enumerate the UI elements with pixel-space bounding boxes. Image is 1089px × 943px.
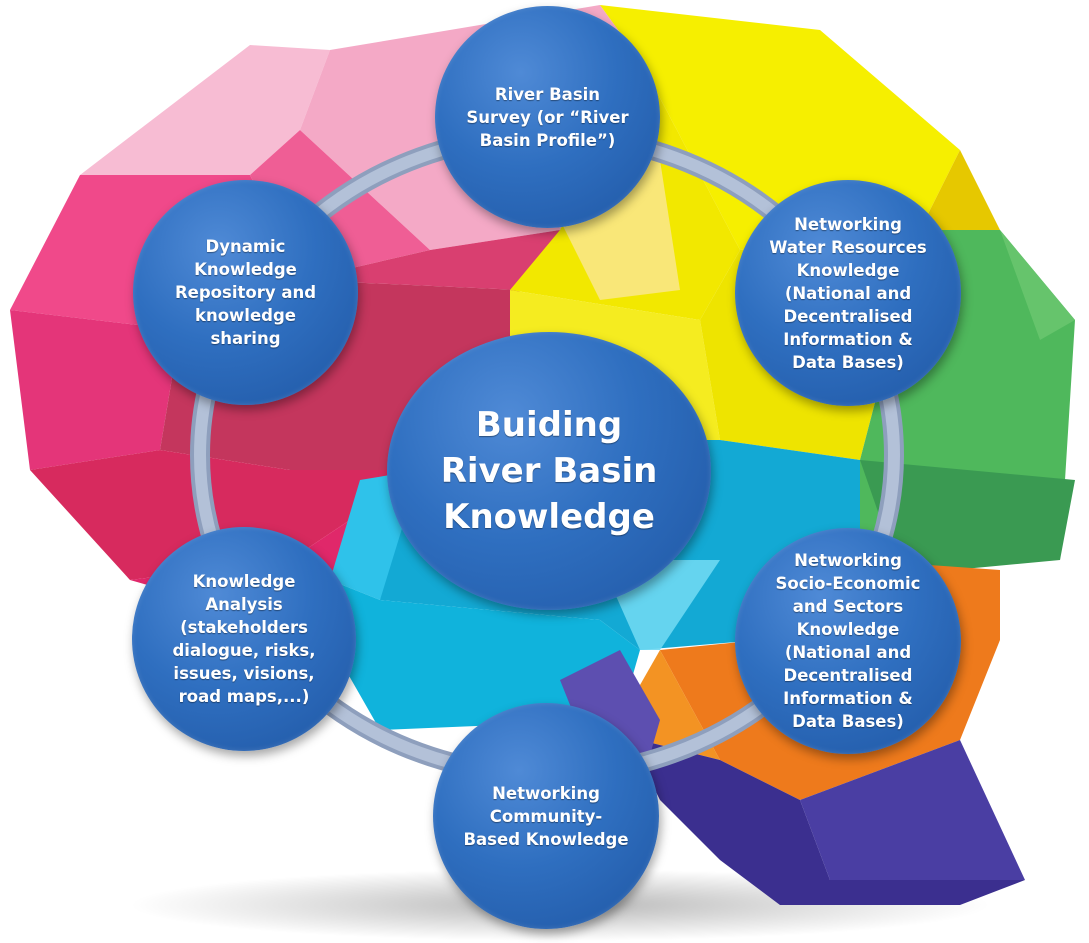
- brain-facet: [860, 460, 1075, 575]
- brain-facet: [300, 230, 560, 290]
- node-label: Networking Community- Based Knowledge: [463, 783, 629, 849]
- center-node-building-knowledge: Buiding River Basin Knowledge: [387, 332, 711, 610]
- node-river-basin-survey: River Basin Survey (or “River Basin Prof…: [435, 6, 660, 228]
- node-knowledge-analysis: Knowledge Analysis (stakeholders dialogu…: [132, 527, 356, 751]
- node-label: River Basin Survey (or “River Basin Prof…: [466, 84, 629, 150]
- brain-facet: [920, 150, 1000, 230]
- center-label: Buiding River Basin Knowledge: [440, 405, 658, 537]
- node-label: Dynamic Knowledge Repository and knowled…: [174, 237, 317, 348]
- brain-facet: [1000, 230, 1075, 340]
- brain-facet: [330, 580, 640, 730]
- brain-facet: [620, 720, 1025, 905]
- brain-facet: [80, 45, 330, 175]
- brain-facet: [800, 740, 1025, 880]
- node-label: Networking Socio-Economic and Sectors Kn…: [775, 551, 921, 731]
- node-knowledge-repository: Dynamic Knowledge Repository and knowled…: [133, 180, 358, 405]
- node-label: Knowledge Analysis (stakeholders dialogu…: [172, 572, 316, 706]
- node-water-resources-knowledge: Networking Water Resources Knowledge (Na…: [735, 180, 961, 406]
- node-socio-economic-knowledge: Networking Socio-Economic and Sectors Kn…: [735, 528, 961, 754]
- brain-facet: [10, 310, 180, 470]
- node-label: Networking Water Resources Knowledge (Na…: [769, 214, 927, 372]
- node-community-knowledge: Networking Community- Based Knowledge: [433, 703, 659, 929]
